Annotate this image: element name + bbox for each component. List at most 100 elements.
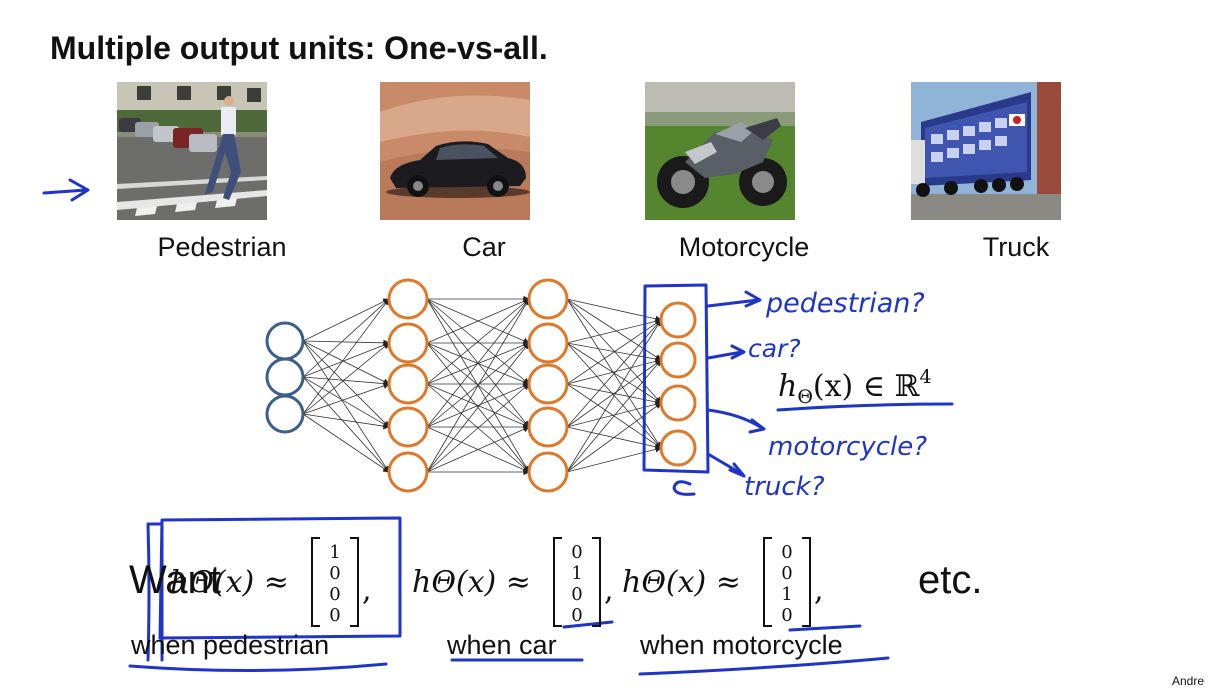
vector-bracket (553, 537, 601, 627)
network-edge (302, 376, 390, 387)
network-edge (302, 340, 390, 428)
network-edge (302, 340, 390, 385)
input-arrow-icon (42, 178, 90, 202)
caption-pedestrian: Pedestrian (157, 232, 287, 262)
vector-entry: 0 (781, 542, 792, 563)
vector-comma: , (362, 573, 372, 608)
network-edge (302, 298, 390, 415)
hypothesis-formula: hΘ(x) ∈ ℝ4 (778, 366, 932, 408)
underline-pedestrian (128, 662, 388, 673)
hypothesis-underline (776, 402, 954, 412)
network-edge (566, 446, 662, 473)
author-name: Andre (1172, 674, 1205, 688)
network-connections (302, 295, 662, 476)
condition-motorcycle: when motorcycle (640, 630, 843, 660)
vector-lhs: hΘ(x) ≈ (412, 565, 531, 600)
network-edge (566, 342, 662, 363)
arrow-car-icon (706, 344, 746, 360)
network-edge (426, 426, 530, 473)
output-node (659, 384, 697, 422)
car-photo (380, 82, 530, 220)
vector-entry: 1 (781, 584, 792, 605)
underline-motorcycle (638, 656, 890, 676)
network-edge (566, 318, 662, 344)
annotation-motorcycle: motorcycle? (768, 432, 927, 462)
truck-photo (911, 82, 1061, 220)
vector-comma: , (814, 573, 824, 608)
vector-entry: 0 (781, 563, 792, 584)
hidden-node (527, 278, 569, 320)
vector-comma: , (604, 573, 614, 608)
network-edge (566, 401, 662, 428)
network-edge (302, 342, 390, 415)
network-edge (566, 358, 662, 385)
slide-title: Multiple output units: One-vs-all. (50, 30, 548, 66)
output-box (642, 283, 710, 474)
want-label: Want (129, 558, 221, 602)
network-edge (426, 383, 530, 428)
arrow-motorcycle-icon (706, 408, 766, 434)
network-edge (302, 413, 390, 473)
network-edge (302, 340, 390, 473)
vector-entry: 0 (329, 563, 340, 584)
network-edge (302, 298, 390, 378)
hidden-node (527, 322, 569, 364)
annotation-car: car? (748, 334, 801, 363)
loop-mark-icon (672, 480, 696, 496)
network-edge (302, 413, 390, 430)
annotation-pedestrian: pedestrian? (765, 288, 925, 319)
network-edge (426, 298, 530, 428)
network-edge (426, 298, 530, 344)
arrow-truck-icon (706, 452, 746, 478)
vector-entry: 0 (329, 584, 340, 605)
hidden-node (387, 406, 429, 448)
network-edge (426, 298, 530, 473)
vector-entry: 0 (571, 584, 582, 605)
network-edge (566, 319, 662, 473)
condition-pedestrian: when pedestrian (131, 630, 330, 660)
arrow-pedestrian-icon (706, 290, 762, 308)
hidden-node (527, 363, 569, 405)
motorcycle-photo (645, 82, 795, 220)
hidden-node (387, 322, 429, 364)
vector-bracket (763, 537, 811, 627)
vector-lhs: hΘ(x) ≈ (170, 565, 289, 600)
network-edge (566, 402, 662, 473)
output-node (659, 301, 697, 339)
input-node (265, 321, 305, 361)
input-node (265, 394, 305, 434)
vector-entry: 0 (571, 605, 582, 626)
hidden-node (387, 363, 429, 405)
vector-entry: 0 (571, 542, 582, 563)
network-edge (426, 342, 530, 473)
vector-bracket (311, 537, 359, 627)
caption-truck: Truck (982, 232, 1050, 262)
vector-entry: 1 (329, 542, 340, 563)
overline-motorcycle (788, 624, 862, 632)
caption-car: Car (462, 232, 506, 262)
network-edge (302, 298, 390, 342)
hidden-node (387, 278, 429, 320)
vector-entry: 1 (571, 563, 582, 584)
network-nodes (265, 278, 697, 493)
etc-label: etc. (918, 558, 983, 602)
hidden-node (527, 451, 569, 493)
network-edge (566, 319, 662, 428)
overline-car (562, 620, 614, 629)
network-edge (302, 342, 390, 378)
input-node (265, 357, 305, 397)
vector-entry: 0 (781, 605, 792, 626)
pedestrian-photo (117, 82, 267, 220)
caption-motorcycle: Motorcycle (678, 232, 810, 262)
annotation-truck: truck? (744, 472, 825, 502)
network-edge (566, 298, 662, 322)
output-node (659, 341, 697, 379)
network-edge (426, 298, 530, 385)
network-edge (302, 376, 390, 473)
network-edge (566, 359, 662, 473)
network-edge (426, 383, 530, 473)
hidden-node (387, 451, 429, 493)
network-edge (302, 339, 390, 347)
